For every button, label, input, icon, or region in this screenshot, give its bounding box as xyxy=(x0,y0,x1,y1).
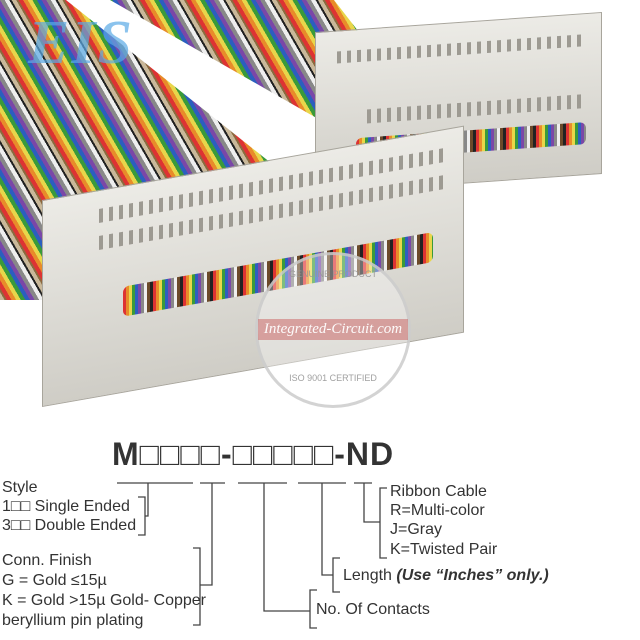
length-label: Length (Use “Inches” only.) xyxy=(343,567,549,584)
finish-gold-le15: G = Gold ≤15µ xyxy=(2,572,107,589)
style-title: Style xyxy=(2,479,38,496)
style-single-ended: 1□□ Single Ended xyxy=(2,498,130,515)
genuine-product-seal: GENUINE PRODUCT Integrated-Circuit.com I… xyxy=(255,252,411,408)
finish-gold-gt15: K = Gold >15µ Gold- Copper xyxy=(2,592,206,609)
eis-logo-watermark: EIS xyxy=(28,9,134,77)
contacts-label: No. Of Contacts xyxy=(316,601,430,618)
part-number-template: M□□□□-□□□□□-ND xyxy=(112,436,395,472)
ribbon-gray: J=Gray xyxy=(390,521,443,538)
style-double-ended: 3□□ Double Ended xyxy=(2,517,137,534)
ribbon-multicolor: R=Multi-color xyxy=(390,502,485,519)
ribbon-title: Ribbon Cable xyxy=(390,483,487,500)
finish-gold-gt15-cont: beryllium pin plating xyxy=(2,612,144,629)
finish-title: Conn. Finish xyxy=(2,552,92,569)
ribbon-twisted-pair: K=Twisted Pair xyxy=(390,541,498,558)
